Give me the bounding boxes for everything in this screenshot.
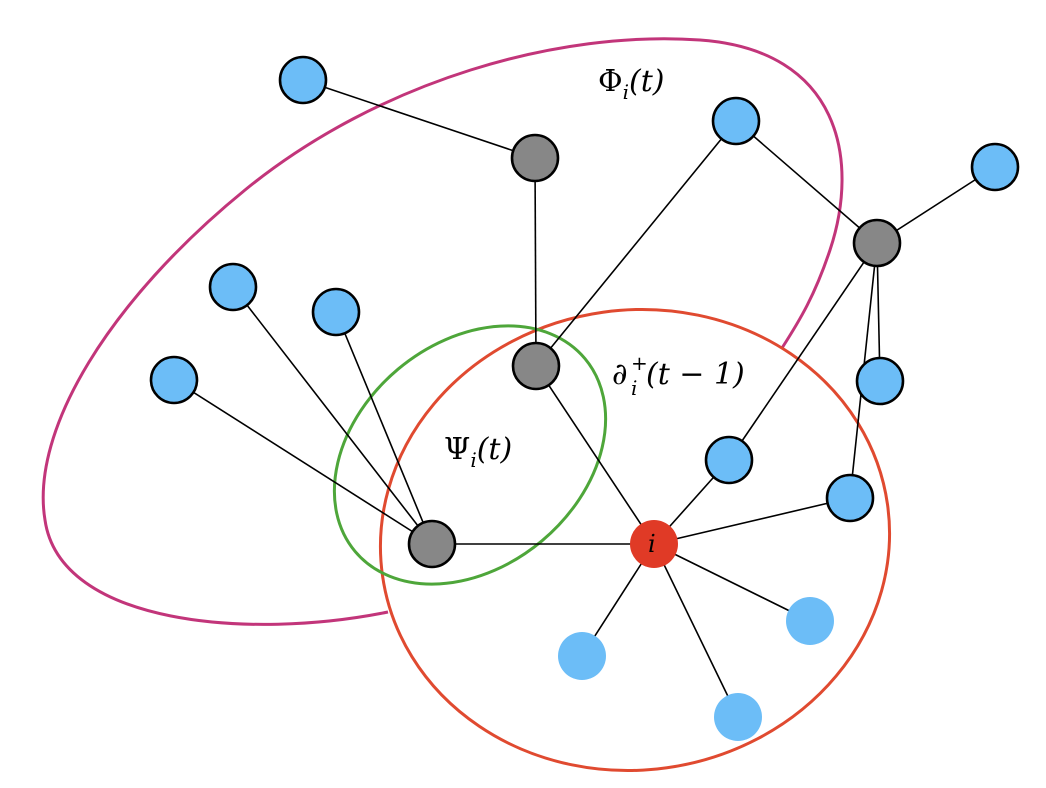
partial-label: ∂ <box>612 357 628 392</box>
partial-label-arg: (t − 1) <box>646 357 745 392</box>
blue-node <box>278 55 328 105</box>
blue-node <box>149 355 199 405</box>
partial-set-boundary <box>378 307 892 773</box>
blue-node <box>855 356 905 406</box>
gray-node <box>511 341 561 391</box>
edge <box>534 157 537 367</box>
psi-label: Ψi(t) <box>444 432 512 472</box>
phi-set-boundary <box>41 37 844 626</box>
edge <box>728 242 878 461</box>
edge <box>535 365 655 545</box>
edge <box>653 543 739 718</box>
blue-node <box>311 287 361 337</box>
set-boundaries <box>41 37 892 773</box>
edge <box>653 543 811 622</box>
edge <box>335 311 433 545</box>
gray-node <box>852 218 902 268</box>
edge <box>302 79 536 159</box>
blue-node <box>208 262 258 312</box>
blue-node-future <box>558 632 606 680</box>
blue-node <box>711 96 761 146</box>
phi-label: Φi(t) <box>598 64 664 104</box>
blue-node-future <box>786 597 834 645</box>
blue-node-future <box>714 693 762 741</box>
center-node-i <box>630 520 678 568</box>
edge <box>173 379 433 545</box>
edge <box>735 120 878 244</box>
center-node-label: i <box>648 530 656 558</box>
edge <box>653 497 851 545</box>
blue-node <box>704 435 754 485</box>
edge <box>232 286 433 545</box>
partial-label-sub: i <box>631 376 637 400</box>
blue-node <box>970 142 1020 192</box>
blue-node <box>825 473 875 523</box>
partial-label-sup: + <box>631 351 648 375</box>
gray-node <box>407 519 457 569</box>
nodes: i <box>149 55 1020 741</box>
edge <box>535 120 737 367</box>
gray-node <box>510 133 560 183</box>
psi-set-boundary <box>332 324 608 586</box>
